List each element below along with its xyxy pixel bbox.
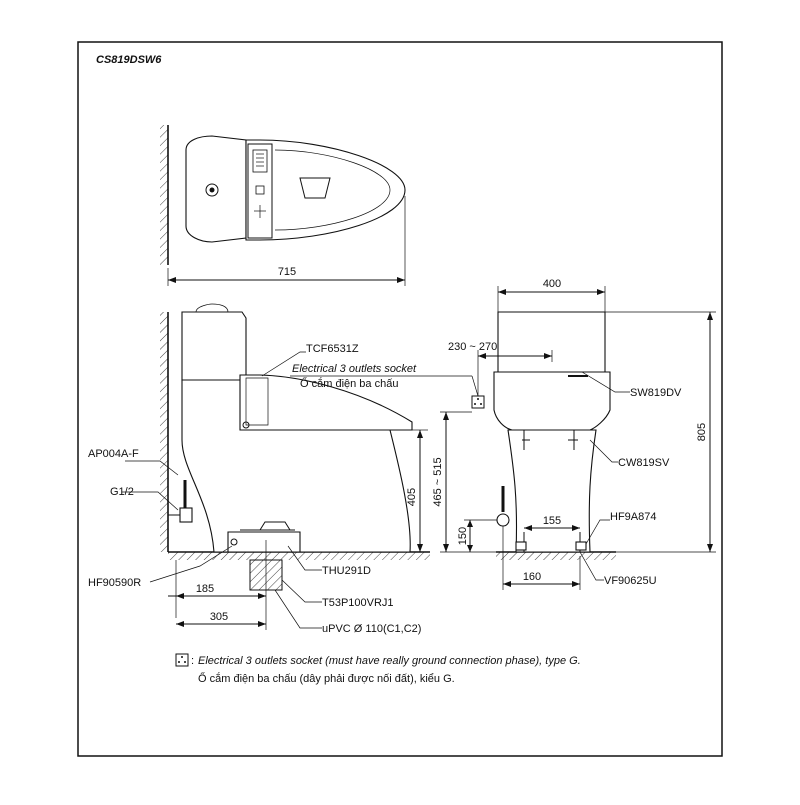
drawing-frame	[77, 41, 723, 757]
flange-bolt	[230, 538, 238, 546]
model-code: CS819DSW6	[96, 54, 162, 66]
label-sw819dv: SW819DV	[630, 387, 682, 399]
side-view: 405 185 305 AP004A-F G1/2 HF90590R THU29…	[88, 303, 479, 635]
dim-405-label: 405	[406, 488, 418, 506]
label-cw819sv: CW819SV	[618, 457, 670, 469]
front-view-seat	[493, 371, 611, 431]
flush-button-icon	[205, 183, 219, 197]
dim-465-515-label: 465 ~ 515	[432, 457, 444, 506]
socket-symbol-icon	[471, 395, 485, 409]
label-t53p100vrj1: T53P100VRJ1	[322, 597, 394, 609]
dim-160-label: 160	[523, 571, 541, 583]
floor-flange	[227, 531, 301, 553]
top-view-bowl	[245, 139, 406, 241]
bowl-opening	[299, 177, 331, 199]
front-view-floor	[496, 552, 616, 560]
top-view: 715	[160, 125, 406, 286]
label-g12: G1/2	[110, 486, 134, 498]
label-hf9a874: HF9A874	[610, 511, 656, 523]
label-hf90590r: HF90590R	[88, 577, 141, 589]
label-tcf6531z: TCF6531Z	[306, 343, 359, 355]
note-socket-icon	[175, 653, 189, 667]
label-socket-vi: Ổ cắm điện ba chấu	[300, 377, 398, 390]
front-view: 400 230 ~ 270 805 465 ~ 515 150 155	[432, 278, 716, 590]
note-separator: :	[191, 655, 194, 667]
top-view-tank	[185, 135, 247, 243]
label-socket-en: Electrical 3 outlets socket	[292, 363, 417, 375]
side-view-seat	[239, 374, 413, 431]
label-ap004a-f: AP004A-F	[88, 448, 139, 460]
dim-805-label: 805	[696, 423, 708, 441]
top-view-wall	[160, 125, 168, 265]
dim-715-label: 715	[278, 266, 296, 278]
notes: : Electrical 3 outlets socket (must have…	[175, 653, 581, 685]
note-line-1: Electrical 3 outlets socket (must have r…	[198, 655, 581, 667]
label-vf90625u: VF90625U	[604, 575, 657, 587]
label-thu291d: THU291D	[322, 565, 371, 577]
dim-155-label: 155	[543, 515, 561, 527]
front-view-bowl	[507, 429, 597, 553]
angle-valve	[179, 507, 193, 523]
dim-150-label: 150	[457, 527, 469, 545]
side-view-tank	[181, 311, 247, 381]
dim-305-label: 305	[210, 611, 228, 623]
side-view-wall	[160, 312, 168, 552]
front-view-tank	[497, 311, 606, 373]
front-supply-valve	[496, 513, 510, 527]
dim-230-270-label: 230 ~ 270	[448, 341, 497, 353]
dim-185-label: 185	[196, 583, 214, 595]
note-line-2: Ổ cắm điện ba chấu (dây phải được nối đấ…	[198, 672, 455, 685]
side-view-bowl	[181, 379, 411, 553]
dim-400-label: 400	[543, 278, 561, 290]
side-view-floor	[168, 552, 430, 560]
label-upvc-pipe: uPVC Ø 110(C1,C2)	[322, 623, 421, 635]
